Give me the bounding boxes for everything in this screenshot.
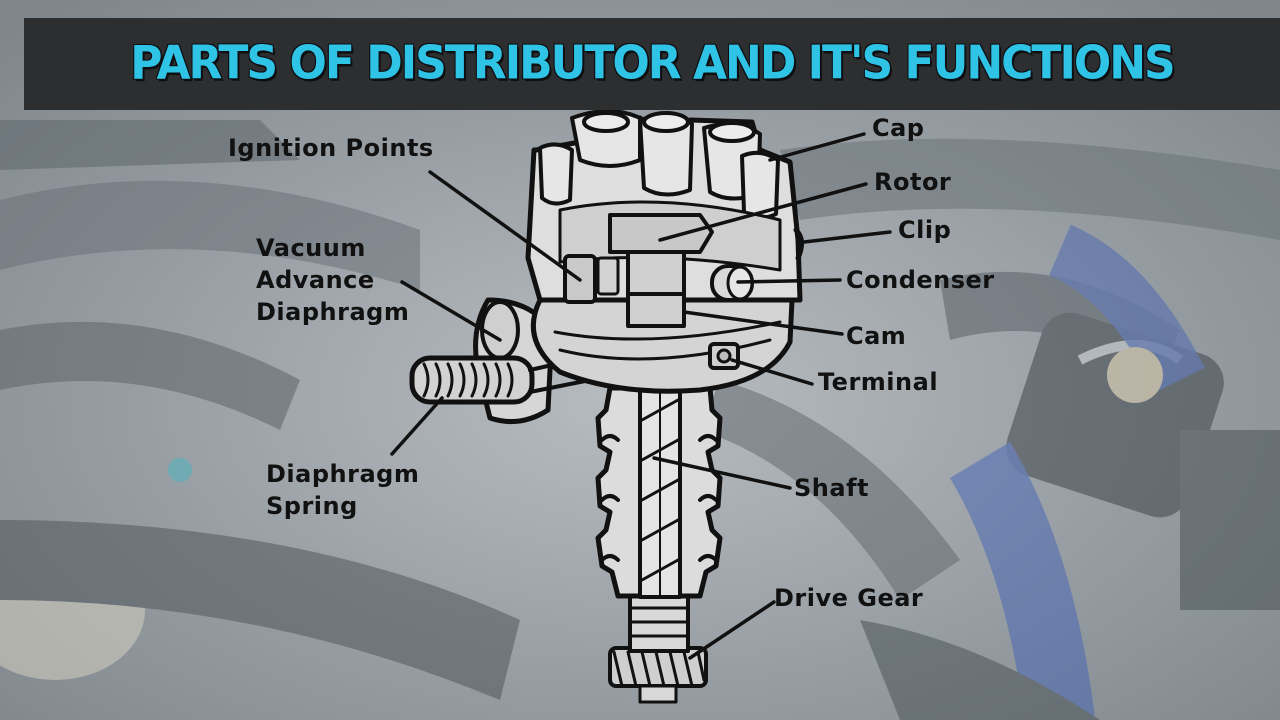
label-rotor: Rotor: [874, 168, 952, 196]
leader-line-shaft: [652, 456, 792, 490]
housing-shape: [595, 383, 723, 599]
cam-shape: [626, 292, 686, 328]
drive-gear-shape: [608, 646, 708, 704]
leader-line-cam: [682, 310, 844, 336]
page-title: PARTS OF DISTRIBUTOR AND IT'S FUNCTIONS: [130, 36, 1175, 91]
leader-line-cap: [768, 132, 866, 162]
label-ignition-points: Ignition Points: [228, 134, 434, 162]
ignition-points-shape: [563, 254, 620, 304]
label-terminal: Terminal: [818, 368, 939, 396]
clip-shape: [793, 227, 804, 261]
label-drive-gear: Drive Gear: [774, 584, 924, 612]
label-vacuum-advance-line1: Vacuum: [256, 234, 366, 262]
leader-line-terminal: [730, 358, 814, 386]
label-clip: Clip: [898, 216, 952, 244]
label-vacuum-advance-line3: Diaphragm: [256, 298, 410, 326]
label-diaphragm-spring-line1: Diaphragm: [266, 460, 420, 488]
engine-background-shapes: [0, 120, 1280, 720]
leader-line-rotor: [658, 182, 868, 242]
leader-line-vacuum-advance: [400, 280, 502, 342]
rotor-shape: [608, 213, 714, 296]
label-cam: Cam: [846, 322, 907, 350]
label-diaphragm-spring-line2: Spring: [266, 492, 358, 520]
label-condenser: Condenser: [846, 266, 995, 294]
leader-line-clip: [802, 230, 892, 244]
leader-line-diaphragm-spring: [390, 396, 444, 456]
label-cap: Cap: [872, 114, 925, 142]
terminal-shape: [708, 342, 740, 370]
leader-line-drive-gear: [688, 600, 776, 660]
leader-line-condenser: [736, 278, 842, 284]
label-shaft: Shaft: [794, 474, 869, 502]
title-bar: PARTS OF DISTRIBUTOR AND IT'S FUNCTIONS: [24, 18, 1280, 110]
leader-line-ignition-points: [428, 170, 582, 282]
label-vacuum-advance-line2: Advance: [256, 266, 375, 294]
